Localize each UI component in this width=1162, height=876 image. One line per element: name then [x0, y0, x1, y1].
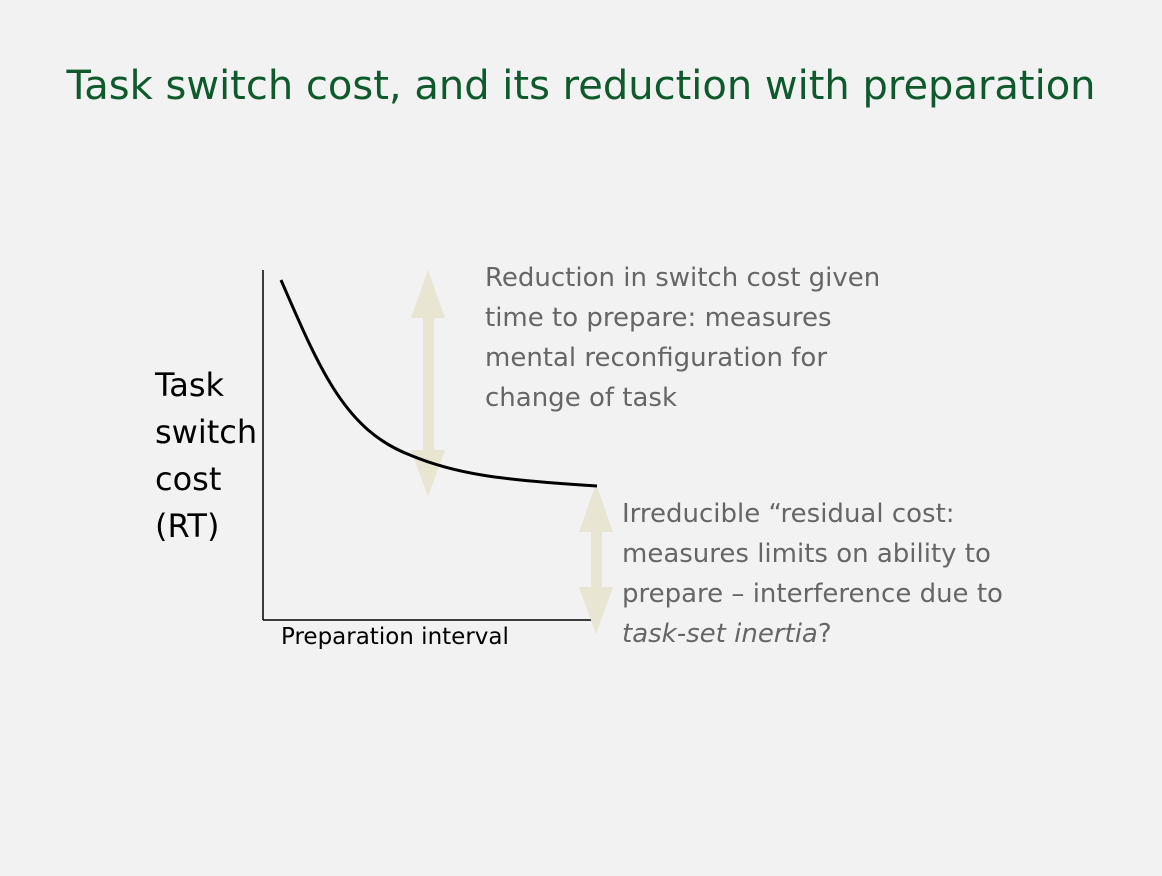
slide-title: Task switch cost, and its reduction with…	[66, 63, 1096, 109]
reduction-note-line: time to prepare: measures	[485, 303, 832, 333]
reduction-note-line: mental reconfiguration for	[485, 343, 828, 373]
residual-note-italic: task-set inertia	[622, 619, 818, 649]
x-axis-label: Preparation interval	[281, 624, 509, 650]
reduction-note-line: Reduction in switch cost given	[485, 263, 881, 293]
reduction-note-line: change of task	[485, 383, 678, 413]
reduction-note: Reduction in switch cost given time to p…	[485, 258, 880, 418]
y-axis-label-line: (RT)	[155, 507, 220, 545]
reduction-arrow	[411, 270, 445, 497]
residual-note: Irreducible “residual cost: measures lim…	[622, 494, 1003, 654]
y-axis-label-line: switch	[155, 413, 258, 451]
residual-note-line: measures limits on ability to	[622, 539, 991, 569]
residual-note-line: Irreducible “residual cost:	[622, 499, 955, 529]
switch-cost-curve	[279, 279, 598, 488]
residual-note-line: task-set inertia?	[622, 614, 1003, 654]
residual-arrow	[579, 484, 613, 634]
residual-note-line: prepare – interference due to	[622, 579, 1003, 609]
y-axis-label-line: Task	[155, 366, 225, 404]
residual-note-suffix: ?	[817, 619, 832, 649]
y-axis-label-line: cost	[155, 460, 222, 498]
y-axis-label: Task switch cost (RT)	[155, 362, 257, 550]
